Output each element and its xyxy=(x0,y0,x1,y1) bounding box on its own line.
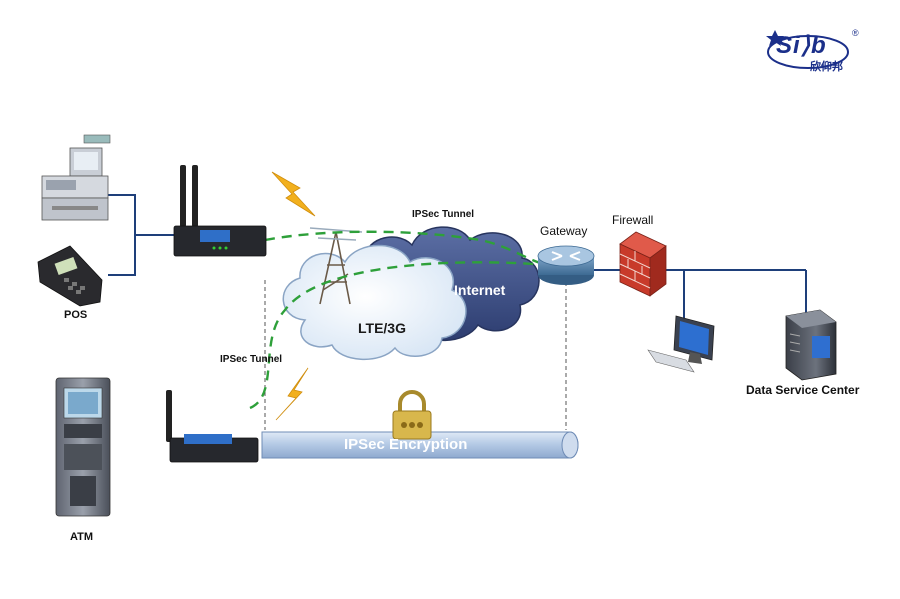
firewall-icon xyxy=(619,231,667,297)
router-icon-top xyxy=(173,165,267,257)
pos-terminal-icon xyxy=(41,134,111,221)
pos-label: POS xyxy=(64,309,88,321)
gateway-label: Gateway xyxy=(540,224,588,238)
internet-label: Internet xyxy=(454,282,506,298)
registered-mark: ® xyxy=(852,28,859,38)
lte-cloud xyxy=(282,244,467,360)
atm-icon xyxy=(55,377,111,517)
ipsec-encryption-pipe xyxy=(261,431,579,459)
server-icon xyxy=(785,309,837,381)
gateway-icon xyxy=(537,245,595,285)
guide-lines xyxy=(264,280,567,430)
computer-icon xyxy=(647,315,715,373)
firewall-label: Firewall xyxy=(612,213,654,227)
pos-bracket-line xyxy=(108,194,136,276)
lock-icon xyxy=(392,390,432,440)
ipsec-tunnel-left-label: IPSec Tunnel xyxy=(220,354,283,365)
router-icon-bottom xyxy=(166,390,259,463)
logo-subtext: 欣仰邦 xyxy=(810,60,843,73)
cell-tower-icon xyxy=(309,227,363,305)
company-logo: Si⟩b 欣仰邦 ® xyxy=(768,28,863,80)
ipsec-tunnel-lines xyxy=(249,230,549,410)
ipsec-tunnel-top-label: IPSec Tunnel xyxy=(412,209,475,220)
lte-label: LTE/3G xyxy=(358,320,406,336)
logo-text: Si⟩b xyxy=(776,32,827,59)
atm-label: ATM xyxy=(70,531,94,543)
ipsec-encryption-label: IPSec Encryption xyxy=(344,436,468,453)
lightning-icon xyxy=(271,171,316,421)
data-center-label: Data Service Center xyxy=(746,383,860,397)
card-reader-icon xyxy=(37,245,103,307)
logo-swoosh xyxy=(766,30,849,69)
